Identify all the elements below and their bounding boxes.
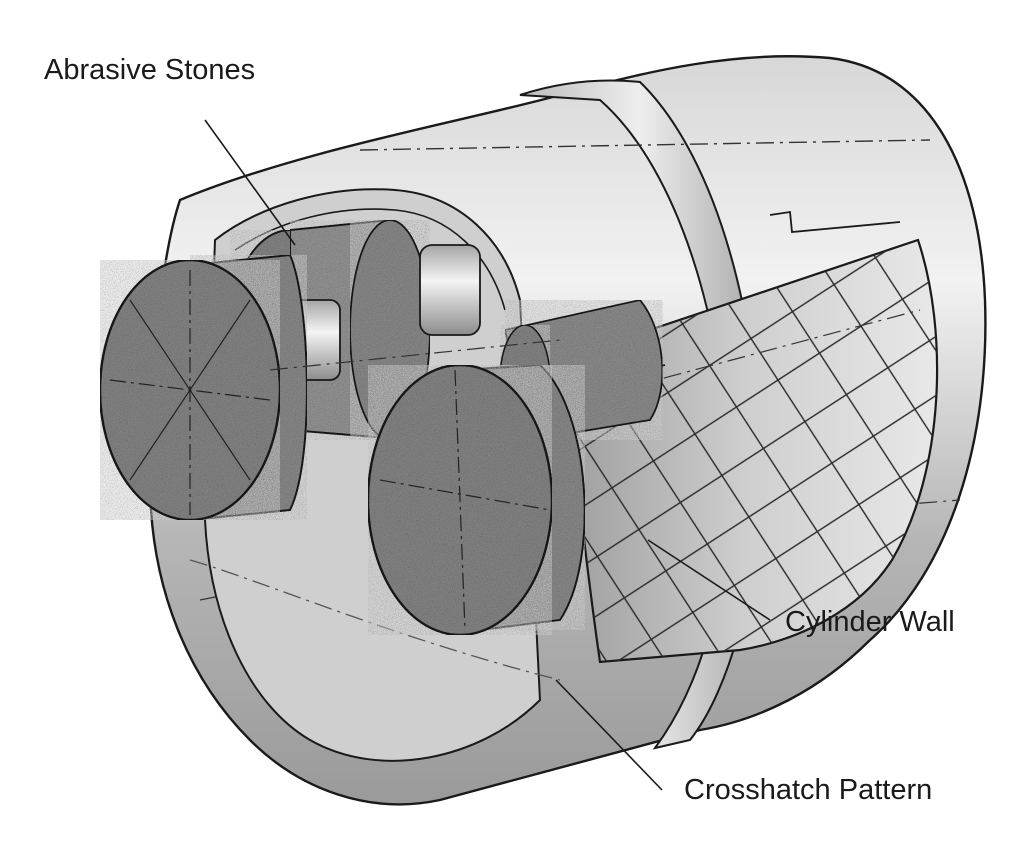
bore-lip [234, 208, 506, 311]
front-left-stone-assembly [98, 253, 561, 522]
label-abrasive-stones: Abrasive Stones [44, 54, 256, 86]
rear-shaft [419, 244, 481, 336]
leader-abrasive-stones [204, 119, 296, 246]
label-cylinder-wall: Cylinder Wall [785, 606, 955, 638]
front-left-stone-mark-2 [129, 299, 251, 481]
tool-centerline [269, 339, 561, 371]
bore-centerline [189, 559, 561, 681]
leader-lines [204, 119, 771, 791]
shell-centerline-top [359, 139, 931, 151]
inner-centerline [599, 309, 921, 396]
front-right-stone-axis-2 [454, 369, 466, 631]
leader-cylinder-wall [647, 539, 771, 621]
slot-step-2 [769, 210, 901, 233]
label-crosshatch-pattern: Crosshatch Pattern [684, 774, 933, 806]
leader-crosshatch-pattern [555, 679, 663, 791]
front-right-stone-assembly [366, 363, 586, 637]
